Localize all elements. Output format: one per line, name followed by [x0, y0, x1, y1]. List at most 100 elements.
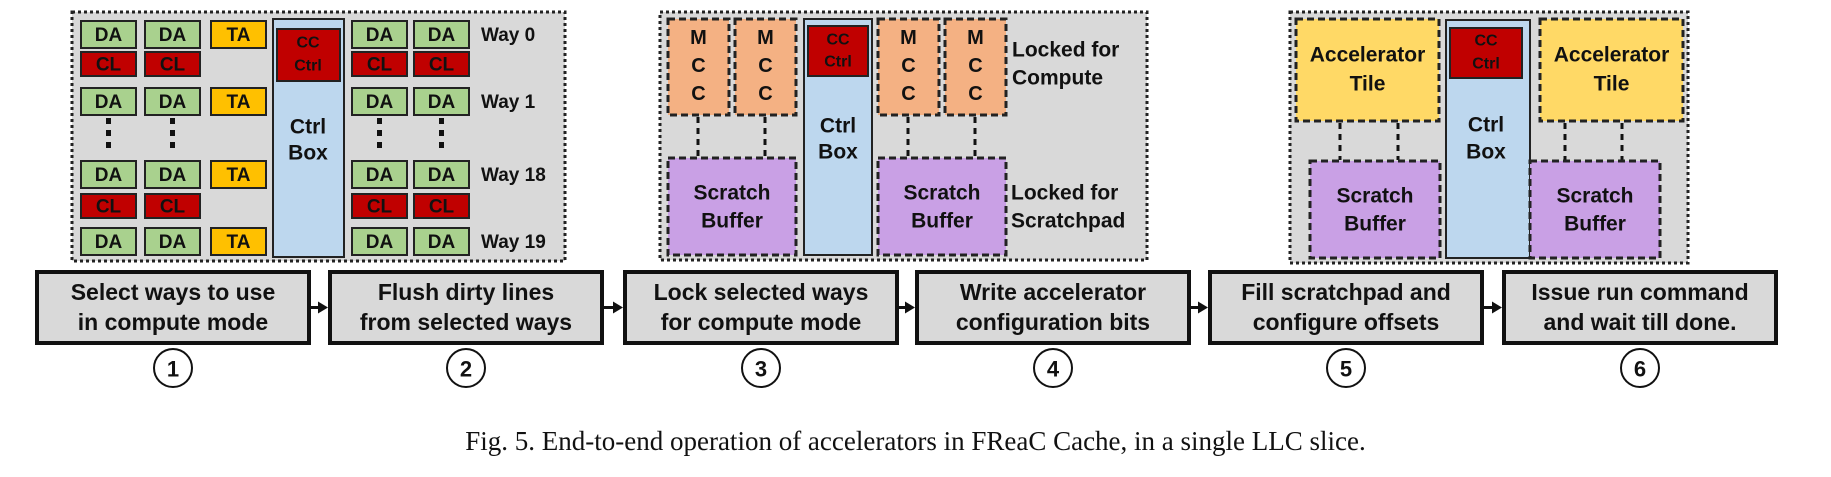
step-number: 3 — [755, 357, 767, 382]
mcc-block — [876, 17, 941, 117]
way-label: Way 18 — [481, 165, 546, 186]
data-array-label: DA — [159, 232, 187, 253]
cc-ctrl-label: CC — [826, 32, 850, 49]
mcc-block — [733, 17, 798, 117]
cc-ctrl-label: CC — [1474, 33, 1498, 50]
ctrl-box-label: Ctrl — [1468, 114, 1504, 137]
mcc-letter: C — [968, 83, 982, 105]
scratch-buffer-label: Scratch — [903, 182, 980, 205]
cc-ctrl-label: Ctrl — [824, 54, 852, 71]
ctrl-box-label: Box — [288, 142, 328, 165]
step-number: 2 — [460, 357, 472, 382]
cache-line-label: CL — [160, 55, 186, 76]
data-array-cell — [413, 20, 470, 49]
step-box — [1208, 270, 1484, 345]
cache-line-cell — [351, 193, 408, 219]
data-array-cell — [351, 227, 408, 256]
scratch-buffer-label: Scratch — [693, 182, 770, 205]
step-number-circle — [446, 348, 486, 388]
data-array-label: DA — [366, 92, 394, 113]
data-array-cell — [80, 87, 137, 116]
step-text: Lock selected ways — [654, 279, 869, 305]
data-array-cell — [80, 20, 137, 49]
data-array-cell — [351, 160, 408, 189]
tag-array-cell — [210, 227, 267, 256]
scratch-buffer-label: Scratch — [1556, 185, 1633, 208]
data-array-label: DA — [366, 232, 394, 253]
data-array-cell — [144, 20, 201, 49]
tag-array-label: TA — [227, 165, 251, 186]
cache-line-label: CL — [96, 55, 122, 76]
scratch-buffer-label: Scratch — [1336, 185, 1413, 208]
ellipsis-dots — [439, 118, 444, 124]
data-array-label: DA — [366, 25, 394, 46]
data-array-label: DA — [428, 165, 456, 186]
ellipsis-dots — [170, 118, 175, 124]
mcc-letter: M — [690, 27, 707, 49]
data-array-cell — [80, 227, 137, 256]
mcc-letter: M — [757, 27, 774, 49]
cache-line-label: CL — [160, 197, 186, 218]
scratch-buffer — [666, 156, 798, 257]
scratch-buffer-label: Buffer — [1564, 213, 1626, 236]
tag-array-cell — [210, 160, 267, 189]
data-array-cell — [413, 227, 470, 256]
ellipsis-dots — [439, 130, 444, 136]
data-array-label: DA — [366, 165, 394, 186]
cache-line-cell — [80, 51, 137, 77]
mcc-letter: C — [758, 83, 772, 105]
cc-ctrl-label: CC — [296, 35, 320, 52]
step-text: Select ways to use — [71, 279, 276, 305]
step-arrow-head — [613, 301, 623, 314]
accelerator-tile — [1538, 17, 1685, 123]
step-text: Issue run command — [1531, 279, 1748, 305]
cache-line-label: CL — [367, 197, 393, 218]
step-text: Write accelerator — [960, 279, 1146, 305]
step-text: in compute mode — [78, 309, 268, 335]
step-number: 6 — [1634, 357, 1646, 382]
cc-ctrl-label: Ctrl — [1472, 56, 1500, 73]
accelerator-tile-label: Tile — [1350, 73, 1386, 96]
data-array-label: DA — [159, 25, 187, 46]
step-arrow-head — [318, 301, 328, 314]
data-array-label: DA — [159, 165, 187, 186]
scratch-buffer — [876, 156, 1008, 257]
step-number-circle — [741, 348, 781, 388]
accelerator-tile-label: Accelerator — [1554, 44, 1670, 67]
ctrl-box-label: Box — [1466, 141, 1506, 164]
cache-line-cell — [351, 51, 408, 77]
locked-compute-label: Locked for — [1012, 39, 1119, 62]
step-text: configuration bits — [956, 309, 1150, 335]
mcc-letter: C — [758, 55, 772, 77]
data-array-cell — [413, 87, 470, 116]
ellipsis-dots — [377, 130, 382, 136]
data-array-cell — [351, 20, 408, 49]
cc-ctrl-block — [807, 25, 869, 77]
step-arrow-head — [905, 301, 915, 314]
way-label: Way 0 — [481, 25, 535, 46]
ellipsis-dots — [106, 142, 111, 148]
cache-line-cell — [144, 193, 201, 219]
data-array-label: DA — [95, 165, 123, 186]
step-text: Fill scratchpad and — [1241, 279, 1451, 305]
step-box — [915, 270, 1191, 345]
cache-line-label: CL — [367, 55, 393, 76]
mcc-letter: M — [900, 27, 917, 49]
way-label: Way 19 — [481, 232, 546, 253]
data-array-cell — [351, 87, 408, 116]
ctrl-box-label: Box — [818, 141, 858, 164]
data-array-label: DA — [159, 92, 187, 113]
ellipsis-dots — [377, 118, 382, 124]
data-array-cell — [144, 227, 201, 256]
step-box — [35, 270, 311, 345]
locked-scratchpad-label: Locked for — [1011, 182, 1118, 205]
step-number-circle — [1620, 348, 1660, 388]
data-array-cell — [144, 87, 201, 116]
step-number: 4 — [1047, 357, 1060, 382]
cache-line-cell — [80, 193, 137, 219]
ellipsis-dots — [170, 130, 175, 136]
cc-ctrl-block — [276, 28, 341, 82]
scratch-buffer — [1308, 159, 1442, 260]
mcc-letter: C — [691, 83, 705, 105]
